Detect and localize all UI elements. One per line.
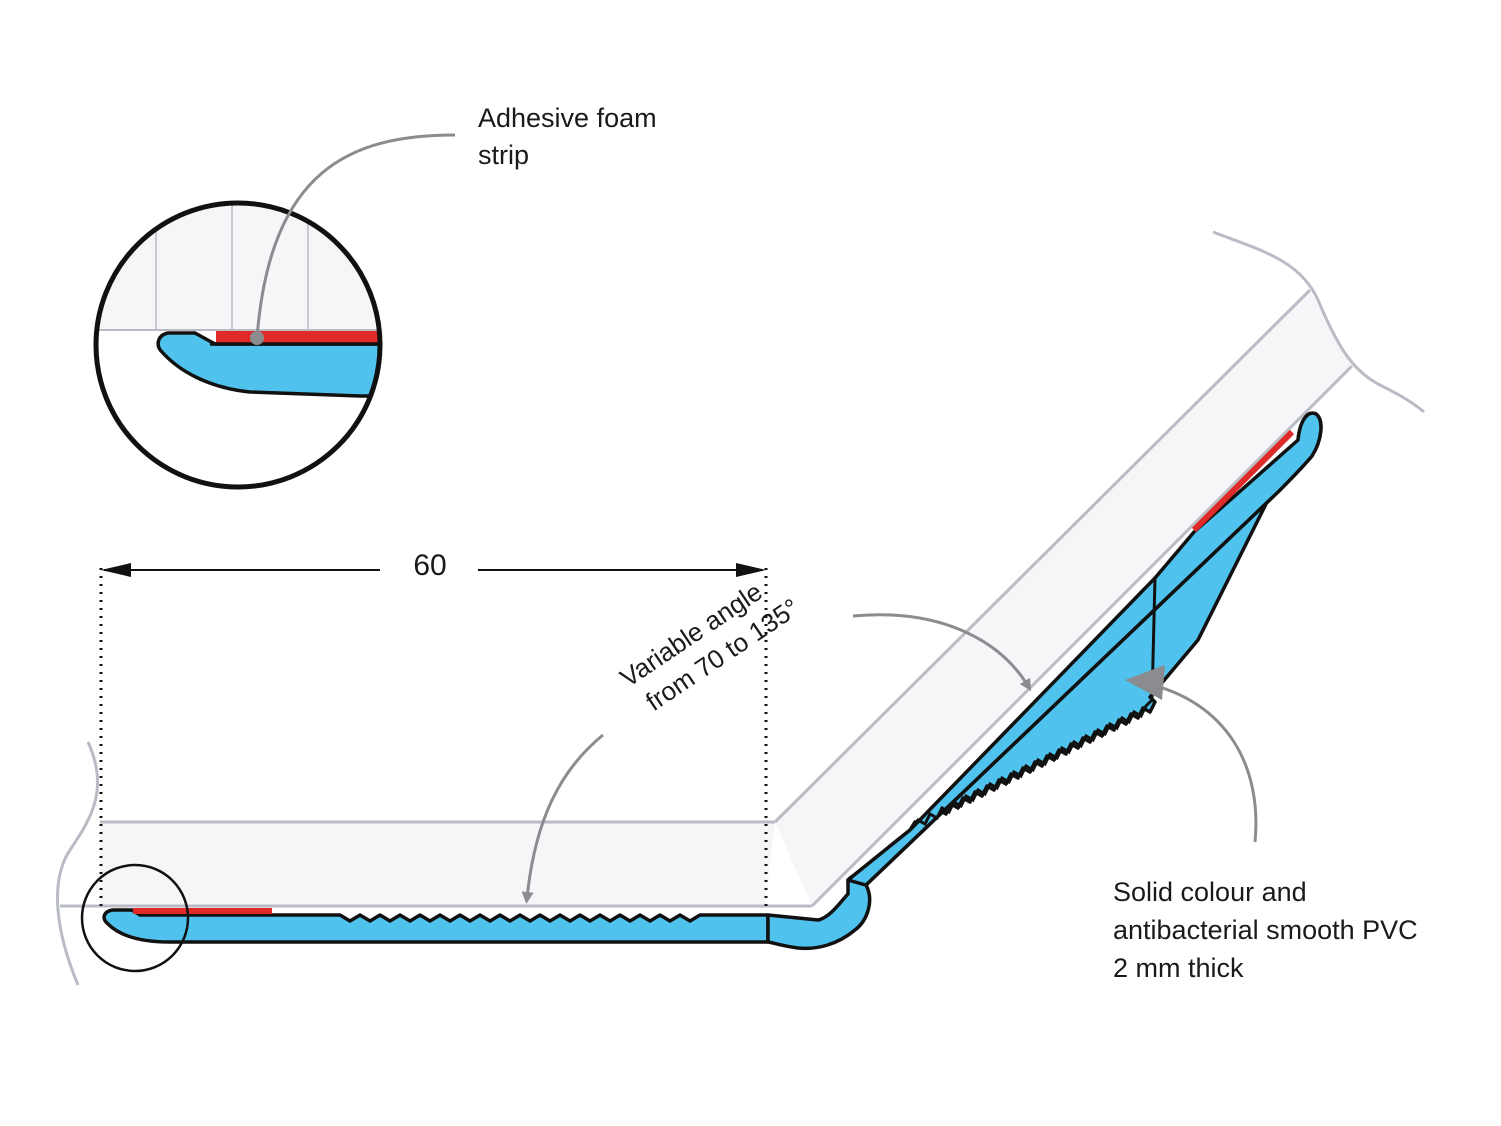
inclined-substrate — [775, 290, 1352, 906]
profile-corner-joint — [766, 873, 872, 951]
leader-lines — [250, 133, 1258, 904]
dimension-60: 60 — [99, 549, 768, 910]
pvc-profile — [102, 411, 1323, 951]
angle-leader-lower — [521, 733, 604, 904]
horizontal-substrate — [100, 822, 775, 906]
right-break-line — [1212, 230, 1425, 414]
dimension-label: 60 — [413, 549, 446, 582]
pvc-label-line1: Solid colour and — [1113, 877, 1307, 907]
detail-profile-lip — [156, 331, 380, 398]
detail-circle-outline — [93, 200, 383, 490]
left-break-line — [56, 741, 100, 986]
foam-strip-label-line1: Adhesive foam — [478, 103, 657, 133]
wall-substrate — [56, 230, 1425, 986]
pvc-label-line2: antibacterial smooth PVC — [1113, 915, 1418, 945]
pvc-label-line3: 2 mm thick — [1113, 953, 1244, 983]
pvc-leader — [1139, 680, 1258, 843]
foam-strip-label-line2: strip — [478, 140, 529, 170]
detail-source-circle — [80, 863, 190, 973]
foam-strip-inclined — [1191, 429, 1295, 533]
foam-strip-leader — [255, 133, 456, 339]
angle-leader-upper — [852, 613, 1032, 692]
detail-foam-strip — [216, 331, 380, 344]
inclined-serrations — [910, 577, 1157, 829]
profile-horizontal-leg — [102, 908, 770, 944]
